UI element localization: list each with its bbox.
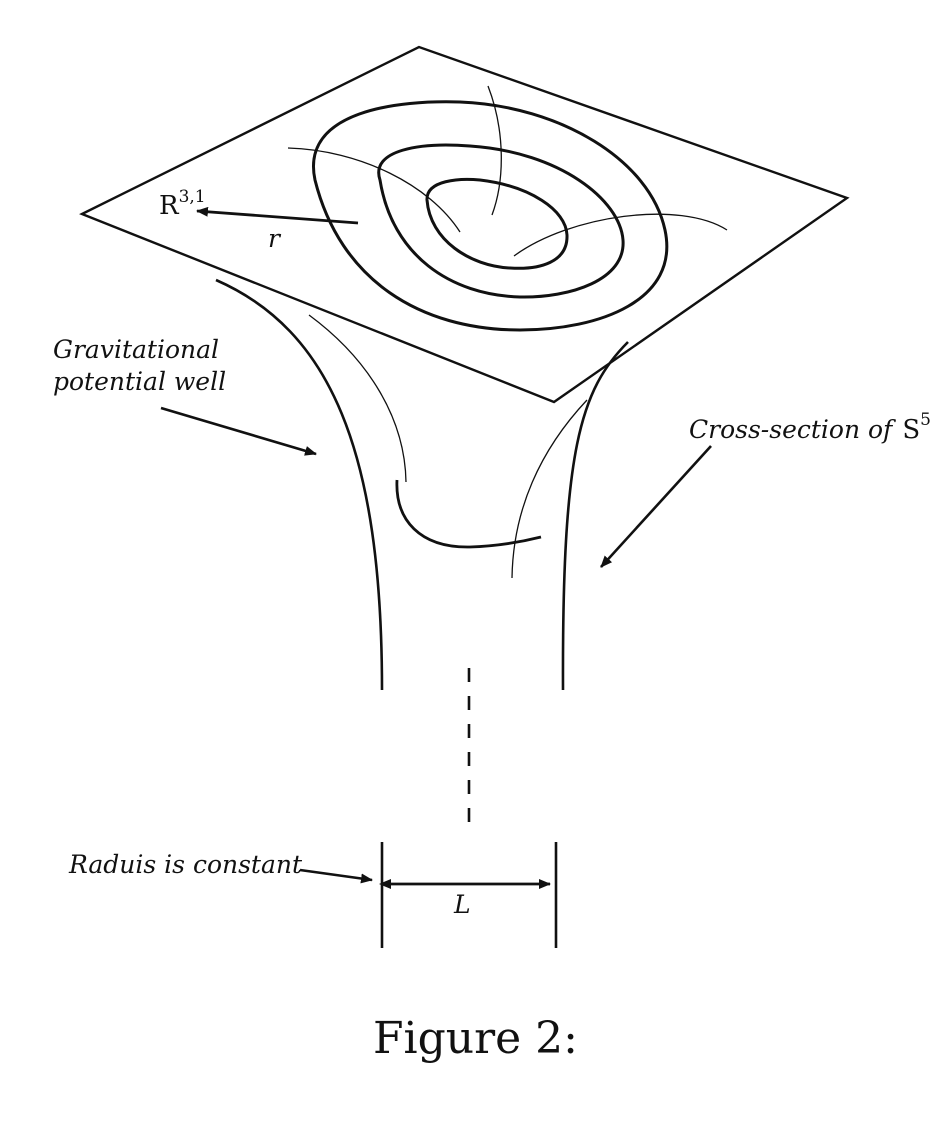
sphere-cross-section [395, 479, 542, 549]
throat-wall-left [215, 278, 384, 691]
cross-section-pointer-arrow [600, 445, 712, 568]
meridian-right [513, 213, 728, 257]
constant-radius-marks [380, 842, 558, 948]
throat-inner-lines [308, 314, 588, 579]
space-superscript: 3,1 [179, 187, 206, 207]
radial-coord-label: r [268, 224, 282, 253]
width-label: L [453, 890, 471, 919]
figure-caption: Figure 2: [373, 1013, 578, 1064]
space-label: R3,1 [159, 187, 206, 221]
well-label-line2: potential well [53, 367, 226, 396]
radius-pointer-arrow [299, 868, 373, 884]
potential-contours [312, 100, 669, 332]
throat-inner-right [511, 399, 588, 579]
throat-walls [215, 278, 629, 691]
meridian-top [487, 85, 502, 216]
contour-inner [425, 177, 569, 270]
sphere-superscript: 5 [920, 410, 931, 430]
well-label-line1: Gravitational [53, 335, 219, 364]
meridian-left [287, 147, 461, 233]
radius-note-label: Raduis is constant [68, 850, 303, 879]
contour-outer [312, 100, 669, 332]
sphere-label: S [902, 415, 920, 445]
throat-wall-right [561, 341, 629, 691]
spacetime-plane [79, 45, 850, 404]
contour-middle [377, 143, 625, 299]
throat-inner-left [308, 314, 407, 483]
radial-arrow [196, 206, 359, 225]
meridian-lines [287, 85, 728, 257]
well-pointer-arrow [160, 406, 317, 456]
